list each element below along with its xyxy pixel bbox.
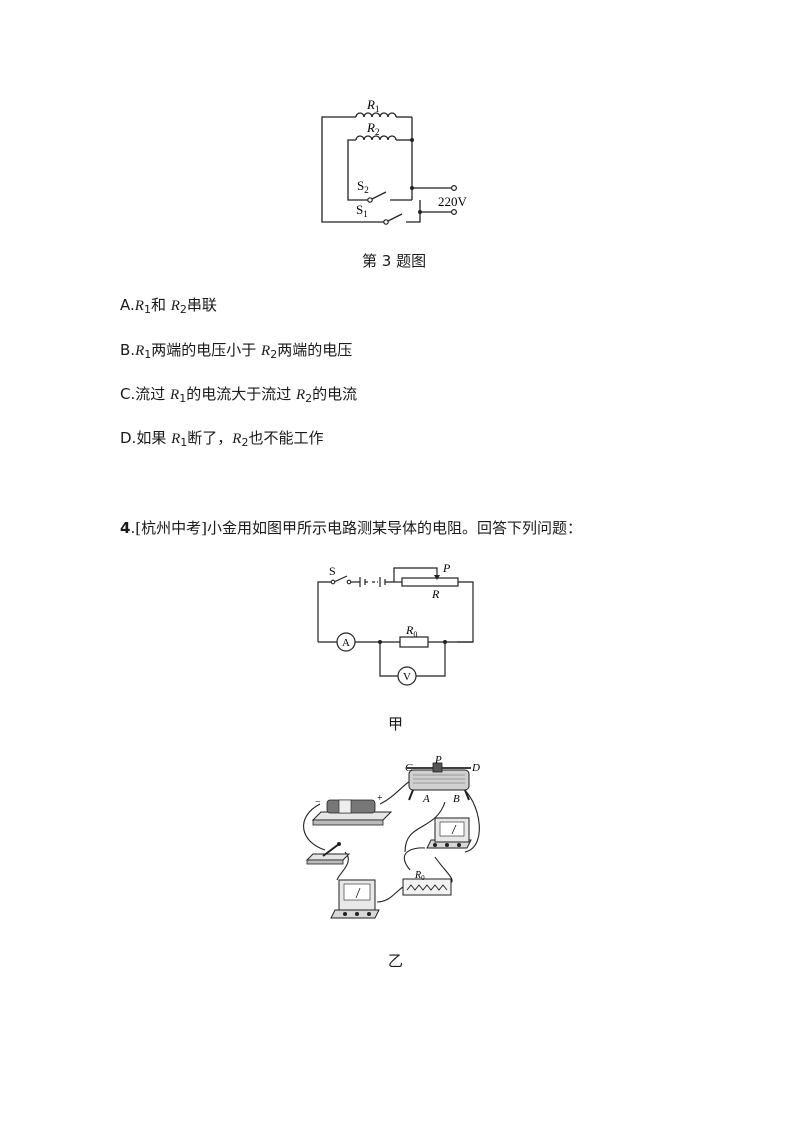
label-a: A — [422, 793, 430, 805]
label-d: D — [471, 762, 480, 774]
option-c: C.流过 R1的电流大于流过 R2的电流 — [120, 385, 358, 405]
battery-holder — [311, 799, 393, 826]
r1-label: R1 — [366, 97, 379, 114]
voltmeter-label: V — [403, 671, 411, 683]
battery-plus-label: + — [377, 793, 383, 804]
label-p: P — [434, 754, 442, 766]
voltage-label: 220V — [438, 194, 468, 209]
option-b: B.R1两端的电压小于 R2两端的电压 — [120, 341, 353, 361]
figure-jia-circuit: S P R R0 A V — [317, 561, 474, 686]
label-b: B — [453, 793, 460, 805]
s1-label: S1 — [356, 202, 368, 219]
s2-label: S2 — [357, 178, 369, 195]
battery-minus-label: − — [315, 797, 321, 808]
label-c: C — [405, 762, 413, 774]
knife-switch — [305, 842, 351, 865]
resistor-r0-yi-label: R0 — [414, 870, 425, 882]
resistor-r0-label: R0 — [405, 623, 417, 639]
figure-yi-apparatus: C P D A B − + R0 — [303, 754, 480, 919]
question-number: 4 — [120, 519, 131, 537]
rheostat-r-label: R — [431, 587, 440, 601]
option-a: A.R1和 R2串联 — [120, 296, 217, 316]
slider-p-label: P — [442, 561, 451, 575]
option-d: D.如果 R1断了，R2也不能工作 — [120, 429, 324, 449]
switch-s-label: S — [329, 564, 336, 578]
r2-label: R2 — [366, 120, 379, 137]
figure-3-caption: 第 3 题图 — [362, 252, 427, 270]
ammeter-label: A — [342, 637, 350, 649]
figure-yi-caption: 乙 — [388, 952, 404, 970]
ammeter-device — [330, 879, 380, 919]
rheostat-device — [407, 762, 471, 801]
question-4: 4.[杭州中考]小金用如图甲所示电路测某导体的电阻。回答下列问题： — [120, 519, 582, 537]
resistor-r0-device — [402, 878, 452, 896]
question-source: [杭州中考] — [135, 519, 207, 537]
question-text: 小金用如图甲所示电路测某导体的电阻。回答下列问题： — [206, 519, 582, 537]
voltmeter-device — [426, 817, 472, 849]
figure-3-circuit: R1 R2 S2 S1 220V — [321, 97, 468, 225]
figure-jia-caption: 甲 — [388, 715, 404, 733]
